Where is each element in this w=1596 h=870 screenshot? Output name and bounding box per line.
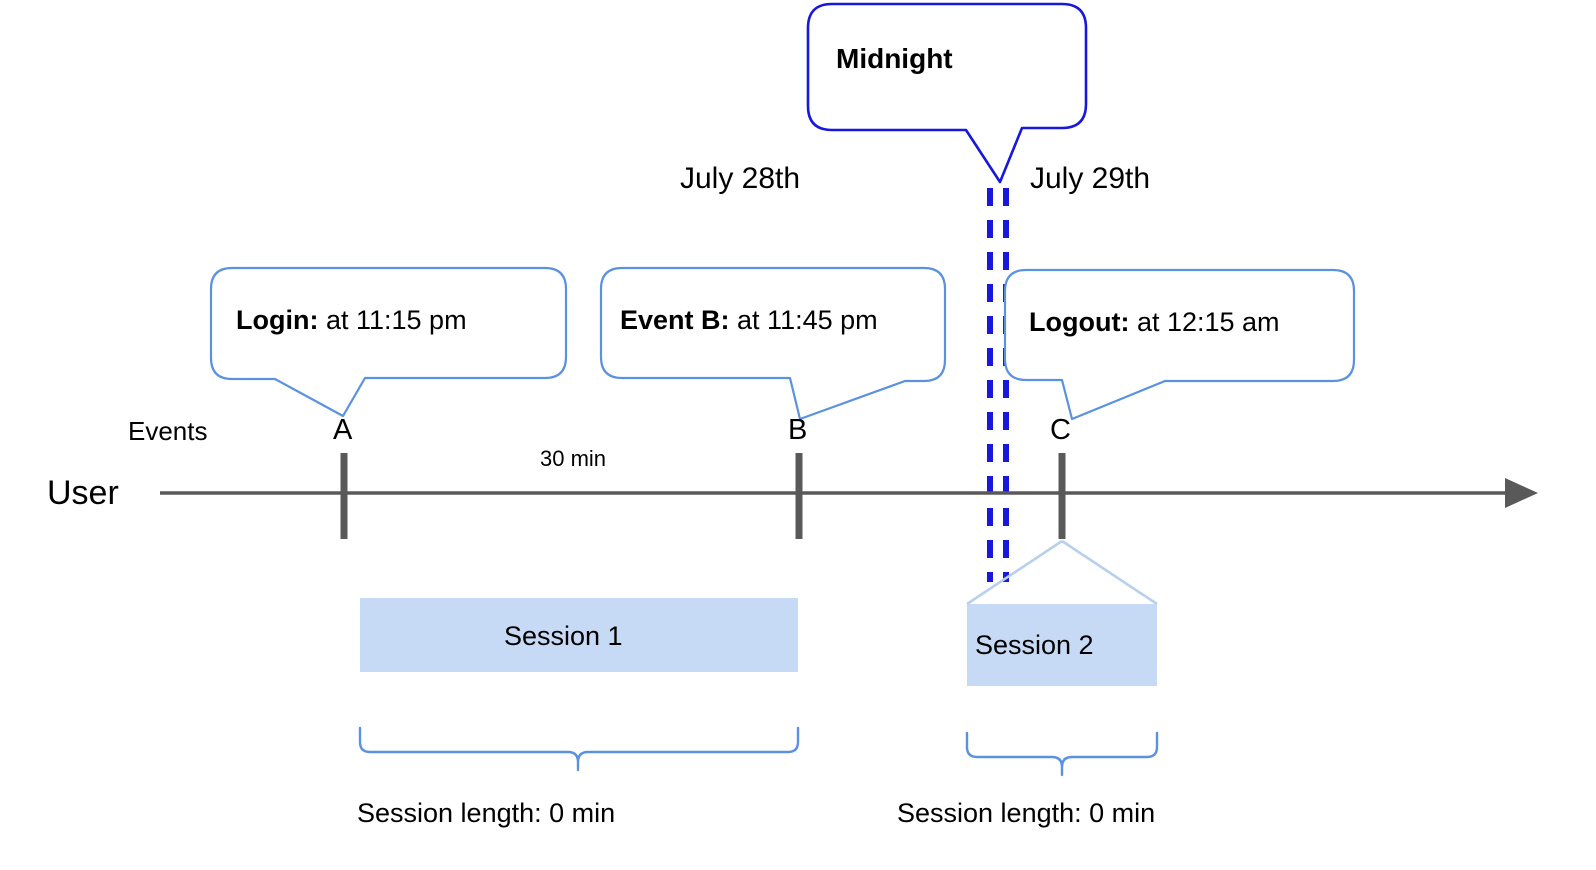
session-2-label: Session 2 (975, 630, 1094, 660)
event-c-callout-shape (1003, 268, 1356, 421)
event-a-callout-text: Login: at 11:15 pm (236, 305, 467, 336)
event-c-callout-bold: Logout: (1029, 307, 1130, 337)
session-1-bar (360, 598, 798, 672)
event-b-callout-bold: Event B: (620, 305, 730, 335)
event-c-callout-text: Logout: at 12:15 am (1029, 307, 1280, 338)
session-2-length-label: Session length: 0 min (897, 798, 1156, 828)
lane-label-user: User (47, 474, 119, 512)
session-2-bar (967, 604, 1157, 686)
event-b-callout-shape (599, 266, 947, 421)
event-b-callout-rest: at 11:45 pm (729, 305, 878, 335)
date-label-july-28: July 28th (680, 162, 801, 195)
midnight-callout-shape (806, 2, 1088, 184)
event-c-callout-rest: at 12:15 am (1129, 307, 1280, 337)
timeline-axis (160, 478, 1538, 508)
event-letter-a: A (333, 414, 353, 446)
event-a-callout-rest: at 11:15 pm (318, 305, 467, 335)
event-a-callout-shape (209, 266, 568, 418)
event-letter-c: C (1050, 414, 1071, 446)
duration-label-30-min: 30 min (540, 446, 607, 471)
midnight-divider-lines (987, 188, 1009, 582)
date-label-july-29: July 29th (1030, 162, 1151, 195)
event-tick-marks (340, 453, 1066, 539)
event-b-callout-text: Event B: at 11:45 pm (620, 305, 878, 336)
lane-label-events: Events (128, 416, 208, 446)
midnight-label: Midnight (836, 43, 953, 74)
session-1-label: Session 1 (504, 621, 623, 651)
session-2-brace (965, 731, 1159, 777)
event-a-callout-bold: Login: (236, 305, 319, 335)
session-2-connectors (966, 539, 1158, 606)
event-letter-b: B (788, 414, 808, 446)
session-1-length-label: Session length: 0 min (357, 798, 616, 828)
session-1-brace (358, 726, 800, 772)
